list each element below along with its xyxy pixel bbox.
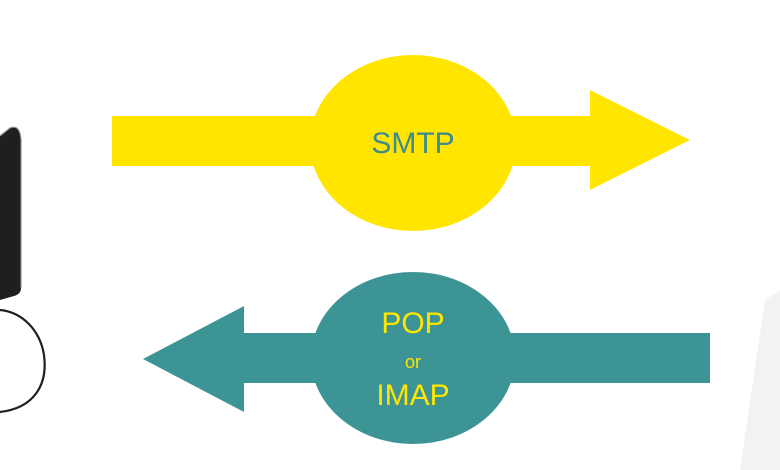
imap-label: IMAP <box>376 379 449 412</box>
smtp-circle <box>310 55 516 231</box>
smtp-arrow: SMTP <box>112 55 690 231</box>
device-cable <box>0 308 46 414</box>
computer-icon <box>0 126 46 414</box>
monitor-bezel <box>0 126 22 288</box>
pop-imap-circle <box>311 272 515 444</box>
background-panel-right <box>740 290 780 470</box>
smtp-label: SMTP <box>371 127 454 160</box>
or-label: or <box>405 352 421 372</box>
pop-label: POP <box>381 307 444 340</box>
pop-imap-arrow: POP or IMAP <box>143 272 710 444</box>
monitor-edge <box>0 127 21 300</box>
